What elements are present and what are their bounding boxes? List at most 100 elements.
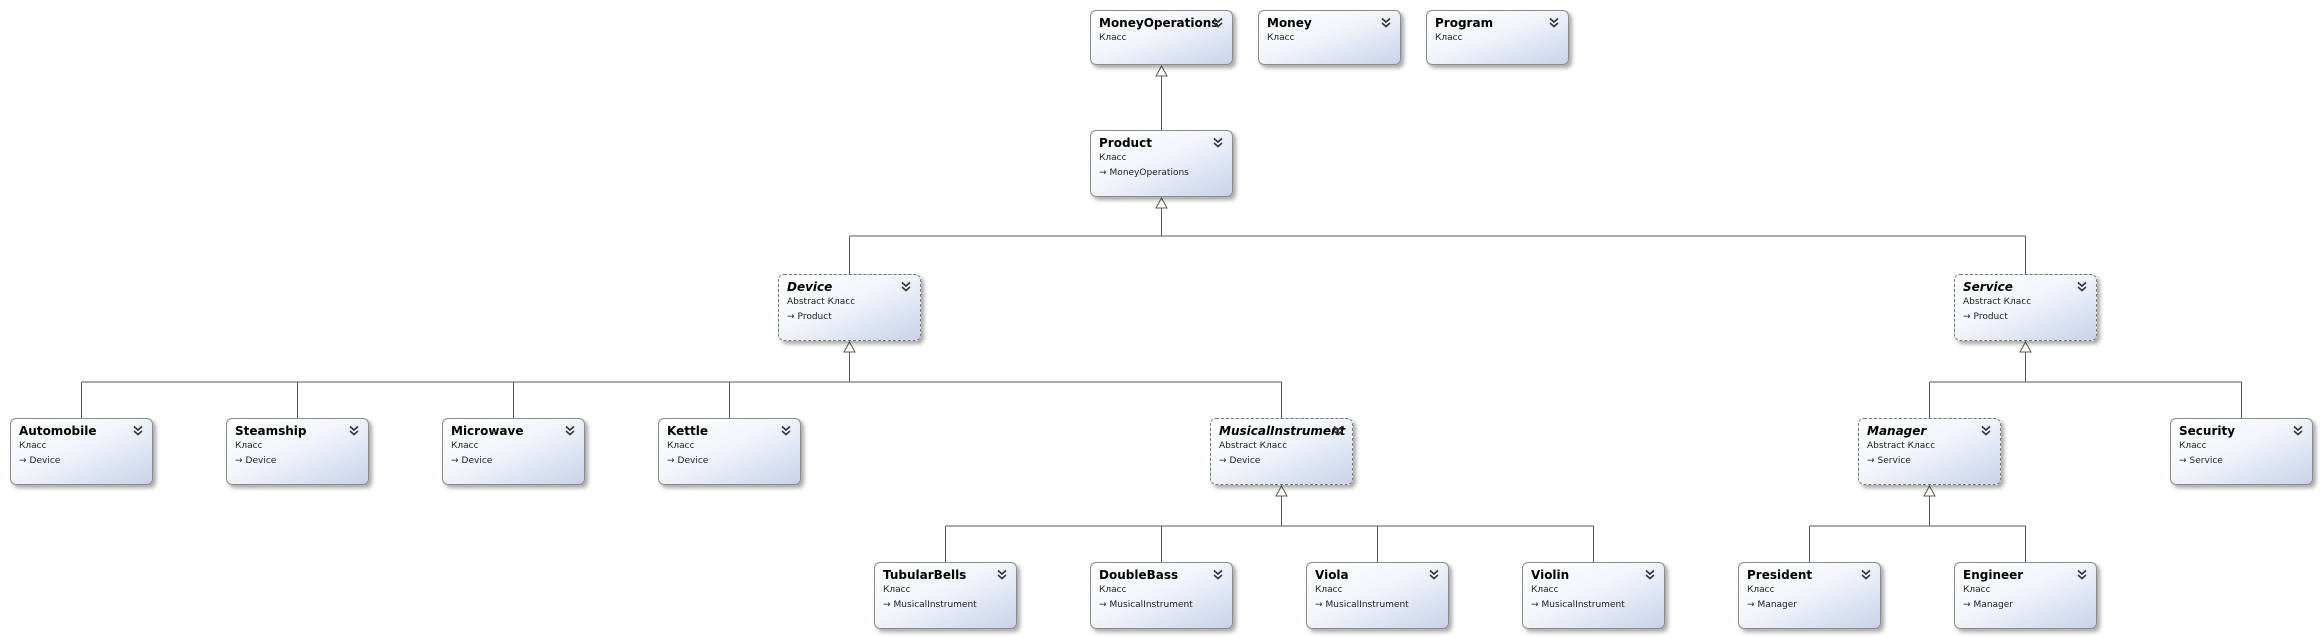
base-class-name: Device [245,456,277,466]
chevron-double-down-icon[interactable] [1213,14,1223,28]
chevron-double-down-icon[interactable] [781,422,791,436]
class-kind: Abstract Класс [1963,297,2032,307]
class-kind: Класс [1747,585,1775,595]
class-name: Manager [1867,424,1927,438]
base-class-name: Service [1877,456,1911,466]
base-class-reference: →MusicalInstrument [1099,599,1224,611]
class-name: President [1747,568,1813,582]
inheritance-arrowhead [2019,340,2032,353]
class-name: MusicalInstrument [1219,424,1346,438]
arrow-right-icon: → [2179,456,2187,466]
class-kind: Abstract Класс [787,297,856,307]
class-kind: Abstract Класс [1867,441,1936,451]
class-kind: Класс [1531,585,1559,595]
arrow-right-icon: → [1963,600,1971,610]
base-class-reference: →Device [451,455,576,467]
arrow-right-icon: → [883,600,891,610]
base-class-reference: →Device [667,455,792,467]
chevron-double-down-icon[interactable] [133,422,143,436]
arrow-right-icon: → [1099,600,1107,610]
class-name: Security [2179,424,2236,438]
class-name: Automobile [19,424,97,438]
class-name: Kettle [667,424,708,438]
arrow-right-icon: → [667,456,675,466]
class-name: Device [787,280,833,294]
chevron-double-down-icon[interactable] [2077,278,2087,292]
class-kind: Класс [2179,441,2207,451]
base-class-reference: →Product [1963,311,2088,323]
class-kind: Класс [235,441,263,451]
inheritance-arrowhead [843,340,856,353]
class-name: Viola [1315,568,1349,582]
class-kind: Класс [451,441,479,451]
base-class-reference: →MusicalInstrument [883,599,1008,611]
base-class-name: MoneyOperations [1109,168,1189,178]
inheritance-arrowhead [1923,484,1936,497]
base-class-reference: →Device [1219,455,1344,467]
base-class-reference: →Service [2179,455,2304,467]
class-name: Product [1099,136,1152,150]
inheritance-arrowhead [1155,196,1168,209]
arrow-right-icon: → [1531,600,1539,610]
inheritance-arrowhead [1155,64,1168,77]
class-kind: Класс [667,441,695,451]
chevron-double-down-icon[interactable] [349,422,359,436]
base-class-reference: →Device [235,455,360,467]
chevron-double-down-icon[interactable] [1213,134,1223,148]
base-class-reference: →Manager [1747,599,1872,611]
chevron-double-down-icon[interactable] [1645,566,1655,580]
class-name: Service [1963,280,2013,294]
class-name: Violin [1531,568,1570,582]
chevron-double-down-icon[interactable] [997,566,1007,580]
chevron-double-down-icon[interactable] [565,422,575,436]
base-class-name: Device [461,456,493,466]
chevron-double-down-icon[interactable] [1381,14,1391,28]
class-name: Engineer [1963,568,2024,582]
class-kind: Класс [1099,153,1127,163]
arrow-right-icon: → [1867,456,1875,466]
chevron-double-down-icon[interactable] [1549,14,1559,28]
chevron-double-down-icon[interactable] [1981,422,1991,436]
class-name: Money [1267,16,1312,30]
chevron-double-down-icon[interactable] [1213,566,1223,580]
class-kind: Класс [1315,585,1343,595]
base-class-reference: →MoneyOperations [1099,167,1224,179]
chevron-double-down-icon[interactable] [1429,566,1439,580]
chevron-double-down-icon[interactable] [1333,422,1343,436]
class-name: Program [1435,16,1494,30]
class-kind: Класс [19,441,47,451]
base-class-name: MusicalInstrument [893,600,977,610]
class-name: DoubleBass [1099,568,1179,582]
base-class-name: MusicalInstrument [1325,600,1409,610]
base-class-reference: →Service [1867,455,1992,467]
base-class-name: MusicalInstrument [1541,600,1625,610]
chevron-double-down-icon[interactable] [901,278,911,292]
base-class-reference: →MusicalInstrument [1315,599,1440,611]
chevron-double-down-icon[interactable] [2077,566,2087,580]
class-kind: Класс [1963,585,1991,595]
chevron-double-down-icon[interactable] [2293,422,2303,436]
arrow-right-icon: → [787,312,795,322]
arrow-right-icon: → [235,456,243,466]
chevron-double-down-icon[interactable] [1861,566,1871,580]
